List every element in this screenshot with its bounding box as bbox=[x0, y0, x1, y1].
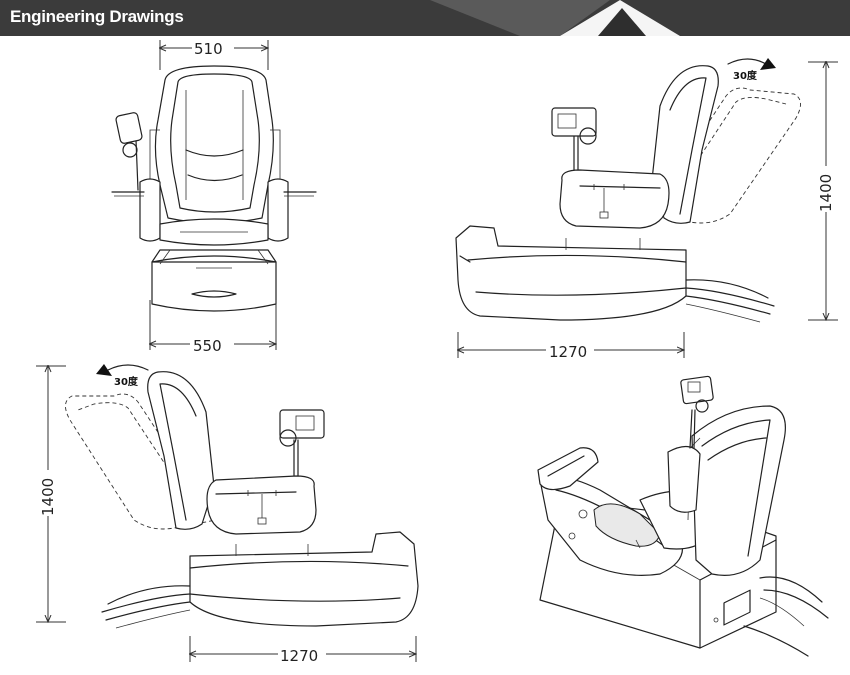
perspective-remote-control bbox=[680, 375, 714, 449]
perspective-view bbox=[537, 375, 829, 657]
side-right-height-label: 1400 bbox=[817, 174, 835, 212]
side-left-height-dimension: 1400 bbox=[36, 366, 66, 622]
side-left-length-dimension: 1270 bbox=[190, 636, 416, 665]
side-right-length-label: 1270 bbox=[549, 343, 587, 361]
header-banner: Engineering Drawings bbox=[0, 0, 850, 36]
front-width-bottom-label: 550 bbox=[193, 337, 222, 355]
side-left-remote-control bbox=[279, 409, 325, 483]
banner-decoration bbox=[430, 0, 680, 36]
front-width-dimension-bottom: 550 bbox=[150, 300, 276, 355]
side-view-right: 30度 bbox=[455, 58, 838, 361]
engineering-drawing-canvas: 510 bbox=[36, 40, 838, 665]
side-right-height-dimension: 1400 bbox=[808, 62, 838, 320]
front-width-top-label: 510 bbox=[194, 40, 223, 58]
side-left-length-label: 1270 bbox=[280, 647, 318, 665]
side-right-remote-control bbox=[551, 107, 597, 177]
front-remote-control bbox=[115, 112, 143, 191]
side-view-left: 30度 bbox=[36, 364, 419, 665]
page-title: Engineering Drawings bbox=[10, 7, 184, 26]
side-left-height-label: 1400 bbox=[39, 478, 57, 516]
front-width-dimension-top: 510 bbox=[160, 40, 268, 70]
side-right-recline-label: 30度 bbox=[733, 69, 758, 82]
side-right-length-dimension: 1270 bbox=[458, 332, 684, 361]
front-view: 510 bbox=[111, 40, 317, 355]
side-left-recline-label: 30度 bbox=[114, 375, 139, 388]
